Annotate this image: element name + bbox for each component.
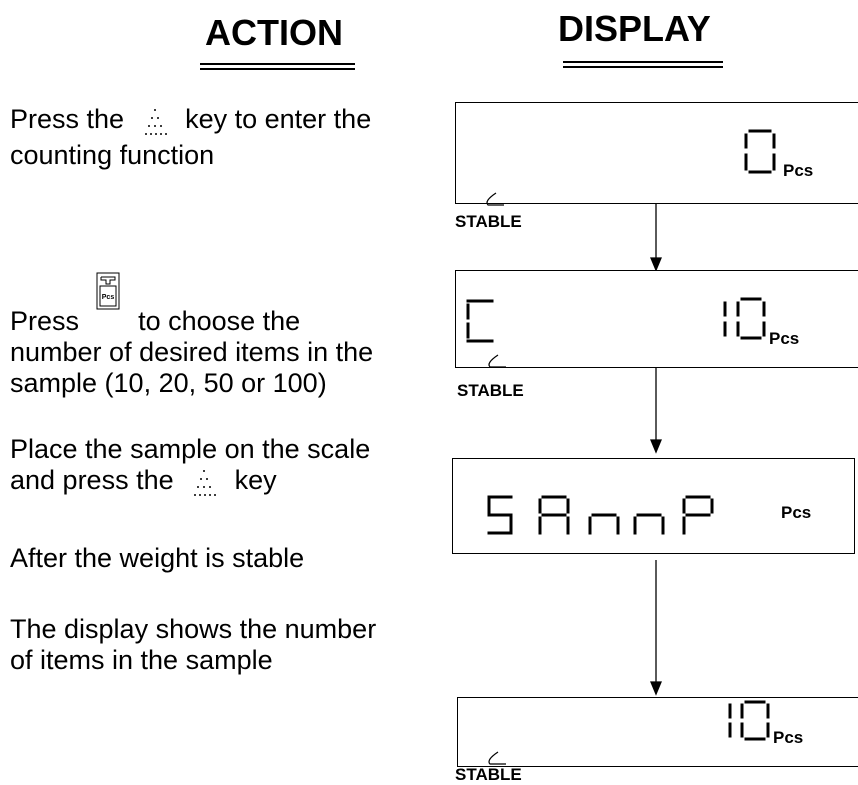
stable-indicator-icon [488, 751, 506, 765]
lcd-display-2: Pcs [455, 270, 858, 368]
step-3-text: Place the sample on the scale and press … [10, 434, 370, 501]
step-5-line2: of items in the sample [10, 645, 273, 675]
step-4-text: After the weight is stable [10, 543, 304, 574]
step-3-line2-post: key [234, 465, 277, 495]
step-2-line1-post: to choose the [138, 306, 301, 336]
dotted-triangle-icon [181, 465, 227, 501]
lcd-display-4: Pcs [457, 697, 858, 767]
display-header: DISPLAY [558, 8, 711, 49]
step-1-line2: counting function [10, 140, 215, 170]
lcd-digits-4 [728, 700, 770, 741]
unit-label: Pcs [783, 161, 814, 180]
arrow-2-head [650, 439, 662, 454]
display-header-underline [563, 61, 723, 68]
weight-pcs-icon: Pcs [87, 272, 131, 330]
step-1-line1-post: key to enter the [185, 104, 372, 134]
lcd-display-1: Pcs [455, 102, 858, 206]
step-4-line1: After the weight is stable [10, 543, 305, 573]
step-3-line2-pre: and press the [10, 465, 174, 495]
step-2-text: Press Pcs to choose the number of desire… [10, 272, 374, 399]
lcd-digits-2 [466, 297, 766, 343]
pcs-key-label: Pcs [101, 294, 114, 301]
step-1-text: Press the key to enter the counting func… [10, 104, 371, 171]
step-2-line3: sample (10, 20, 50 or 100) [10, 368, 327, 398]
lcd-display-3: Pcs [452, 458, 855, 554]
unit-label: Pcs [781, 503, 812, 522]
stable-indicator-icon [486, 192, 504, 206]
action-header-underline [200, 63, 355, 70]
stable-label-2: STABLE [457, 381, 524, 400]
unit-label: Pcs [773, 728, 804, 747]
step-5-text: The display shows the number of items in… [10, 614, 376, 676]
arrow-3-head [650, 681, 662, 696]
lcd-digits-3 [487, 495, 714, 535]
lcd-digits-1 [744, 129, 776, 174]
action-header: ACTION [205, 12, 343, 53]
stable-indicator-icon [488, 354, 506, 368]
step-2-line1-pre: Press [10, 306, 80, 336]
arrow-1-head [650, 257, 662, 272]
step-3-line1: Place the sample on the scale [10, 434, 371, 464]
unit-label: Pcs [769, 329, 800, 348]
stable-label-1: STABLE [455, 212, 522, 231]
step-5-line1: The display shows the number [10, 614, 377, 644]
dotted-triangle-icon [132, 104, 178, 140]
step-2-line2: number of desired items in the [10, 337, 374, 367]
stable-label-4: STABLE [455, 765, 522, 784]
step-1-line1-pre: Press the [10, 104, 125, 134]
